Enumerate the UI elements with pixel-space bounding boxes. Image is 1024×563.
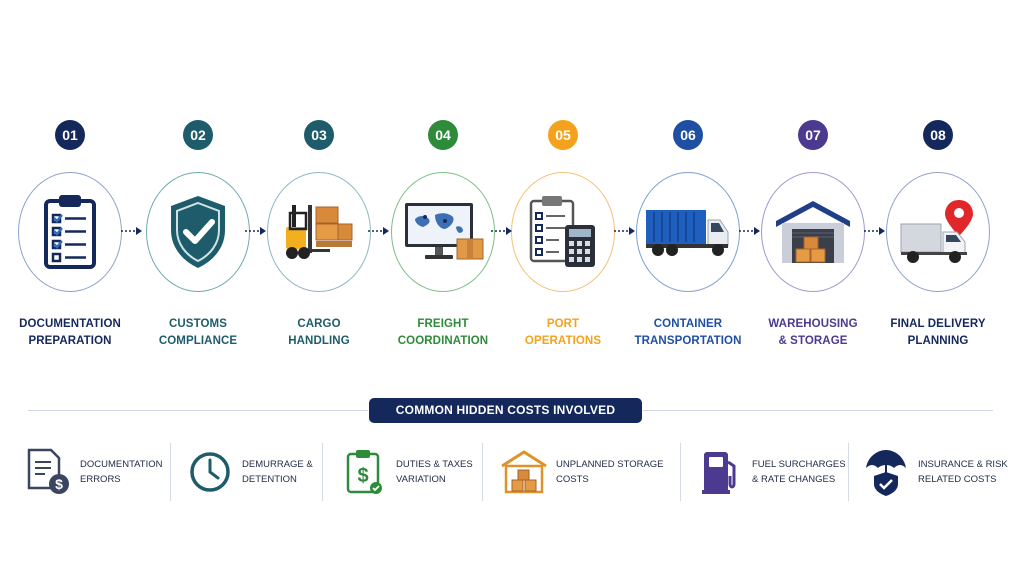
- document-dollar-icon: $: [24, 448, 72, 496]
- connector-arrow: [614, 227, 635, 235]
- step-icon-circle: [761, 172, 865, 292]
- hidden-costs-banner: COMMON HIDDEN COSTS INVOLVED: [369, 398, 642, 423]
- step-documentation-preparation: 01 DOCUMENTATION PREPARATION: [8, 120, 132, 350]
- step-number: 06: [673, 120, 703, 150]
- step-icon-circle: [146, 172, 250, 292]
- step-customs-compliance: 02 CUSTOMS COMPLIANCE: [136, 120, 260, 350]
- step-icon-circle: [636, 172, 740, 292]
- cost-label: DOCUMENTATION ERRORS: [80, 459, 163, 485]
- step-icon-circle: [267, 172, 371, 292]
- step-freight-coordination: 04 FREIGHT COORDINATION: [381, 120, 505, 350]
- container-truck-icon: [646, 210, 729, 256]
- divider-left: [28, 410, 368, 411]
- step-icon-circle: [391, 172, 495, 292]
- step-label: FREIGHT COORDINATION: [397, 318, 489, 347]
- clipboard-dollar-icon: $: [340, 448, 388, 496]
- cost-documentation-errors: $ DOCUMENTATION ERRORS: [24, 440, 163, 504]
- step-icon-circle: [511, 172, 615, 292]
- cost-label: FUEL SURCHARGES & RATE CHANGES: [752, 459, 846, 485]
- clock-icon: [186, 448, 234, 496]
- step-label: WAREHOUSING & STORAGE: [768, 318, 858, 347]
- monitor-map-icon: [405, 203, 484, 260]
- cost-separator: [680, 443, 681, 501]
- connector-arrow: [368, 227, 389, 235]
- svg-text:$: $: [55, 476, 63, 492]
- step-number: 03: [304, 120, 334, 150]
- cost-insurance-risk: INSURANCE & RISK RELATED COSTS: [862, 440, 1008, 504]
- fuel-pump-icon: [696, 448, 744, 496]
- forklift-icon: [286, 205, 353, 259]
- cost-demurrage-detention: DEMURRAGE & DETENTION: [186, 440, 313, 504]
- connector-arrow: [864, 227, 885, 235]
- step-icon-circle: [18, 172, 122, 292]
- clipboard-checklist-icon: [44, 195, 96, 269]
- step-number: 07: [798, 120, 828, 150]
- connector-arrow: [245, 227, 266, 235]
- step-container-transportation: 06 CONTAINER TRANSPORTATION: [626, 120, 750, 350]
- step-number: 05: [548, 120, 578, 150]
- connector-arrow: [739, 227, 760, 235]
- step-label: PORT OPERATIONS: [524, 318, 602, 347]
- storage-boxes-icon: [500, 448, 548, 496]
- connector-arrow: [121, 227, 142, 235]
- step-port-operations: 05 PORT OPERATIONS: [501, 120, 625, 350]
- process-steps: 01 DOCUMENTATION PREPARATION 02: [8, 120, 1000, 350]
- cost-duties-taxes: $ DUTIES & TAXES VARIATION: [340, 440, 473, 504]
- step-final-delivery-planning: 08 FINAL DELIVERY PLANNING: [876, 120, 1000, 350]
- clipboard-calculator-icon: [529, 196, 595, 267]
- step-icon-circle: [886, 172, 990, 292]
- svg-text:$: $: [357, 465, 368, 487]
- cost-label: UNPLANNED STORAGE COSTS: [556, 459, 664, 485]
- warehouse-icon: [776, 201, 850, 263]
- cost-label: DEMURRAGE & DETENTION: [242, 459, 313, 485]
- cost-separator: [322, 443, 323, 501]
- step-cargo-handling: 03 CARGO HANDLING: [257, 120, 381, 350]
- step-number: 01: [55, 120, 85, 150]
- step-label: DOCUMENTATION PREPARATION: [19, 318, 121, 347]
- cost-separator: [482, 443, 483, 501]
- cost-label: DUTIES & TAXES VARIATION: [396, 459, 473, 485]
- cost-separator: [848, 443, 849, 501]
- divider-right: [643, 410, 993, 411]
- cost-separator: [170, 443, 171, 501]
- step-label: CONTAINER TRANSPORTATION: [634, 318, 742, 347]
- cost-label: INSURANCE & RISK RELATED COSTS: [918, 459, 1008, 485]
- step-number: 02: [183, 120, 213, 150]
- connector-arrow: [491, 227, 512, 235]
- delivery-truck-pin-icon: [900, 200, 973, 263]
- hidden-costs-row: $ DOCUMENTATION ERRORS DEMURRAGE & DETEN…: [0, 440, 1024, 510]
- cost-unplanned-storage: UNPLANNED STORAGE COSTS: [500, 440, 664, 504]
- step-number: 08: [923, 120, 953, 150]
- step-label: CARGO HANDLING: [288, 318, 350, 347]
- umbrella-shield-icon: [862, 448, 910, 496]
- step-label: FINAL DELIVERY PLANNING: [890, 318, 986, 347]
- step-warehousing-storage: 07 WAREHOUSING & STORAGE: [751, 120, 875, 350]
- shield-check-icon: [171, 196, 225, 268]
- step-number: 04: [428, 120, 458, 150]
- cost-fuel-surcharges: FUEL SURCHARGES & RATE CHANGES: [696, 440, 846, 504]
- step-label: CUSTOMS COMPLIANCE: [158, 318, 238, 347]
